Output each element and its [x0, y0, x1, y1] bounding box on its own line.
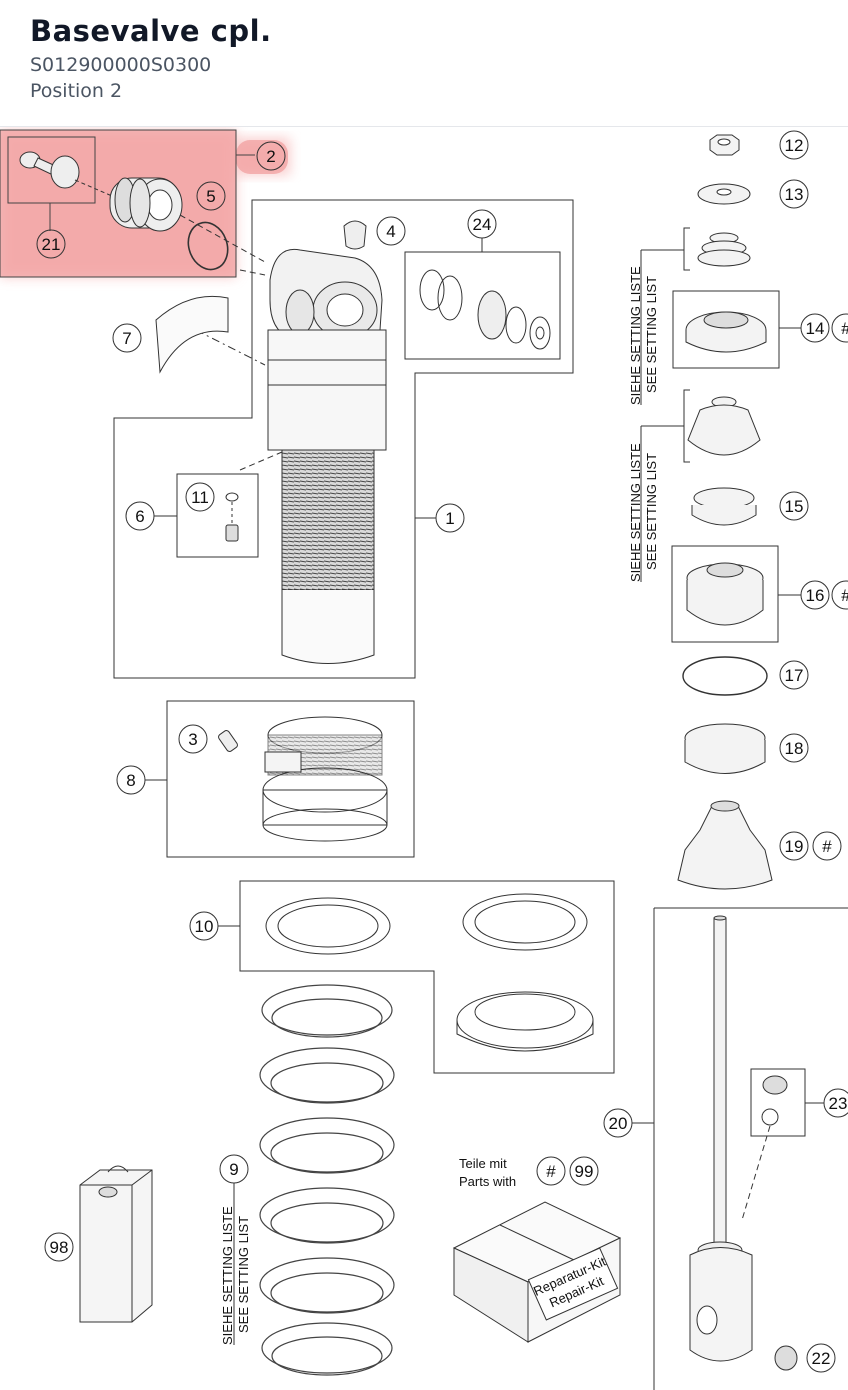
svg-text:12: 12: [785, 136, 804, 155]
svg-text:#: #: [822, 837, 832, 856]
svg-text:5: 5: [206, 187, 215, 206]
svg-text:SIEHE SETTING LISTE: SIEHE SETTING LISTE: [628, 266, 643, 405]
svg-text:14: 14: [806, 319, 825, 338]
callout-8[interactable]: 8: [116, 765, 146, 795]
svg-text:19: 19: [785, 837, 804, 856]
svg-text:18: 18: [785, 739, 804, 758]
svg-text:6: 6: [135, 507, 144, 526]
basevalve-drawing: [19, 151, 266, 263]
header: Basevalve cpl. S012900000S0300 Position …: [0, 0, 848, 127]
callout-4[interactable]: 4: [376, 216, 406, 246]
svg-text:4: 4: [386, 222, 395, 241]
callout-19[interactable]: 19: [779, 831, 809, 861]
svg-text:SIEHE SETTING LISTE: SIEHE SETTING LISTE: [220, 1206, 235, 1345]
callout-hash-19[interactable]: #: [812, 831, 842, 861]
spring-seat-group: [218, 880, 615, 1074]
o-ring-5: [187, 221, 229, 271]
page-title: Basevalve cpl.: [30, 14, 272, 48]
svg-text:#: #: [841, 319, 848, 338]
callout-3[interactable]: 3: [178, 724, 208, 754]
svg-text:9: 9: [229, 1160, 238, 1179]
setting-list-label-1: SIEHE SETTING LISTE SEE SETTING LIST: [628, 266, 659, 405]
highlight-basevalve-group[interactable]: [0, 129, 290, 278]
callout-13[interactable]: 13: [779, 179, 809, 209]
callout-14[interactable]: 14: [800, 313, 830, 343]
parts-with-de: Teile mit: [459, 1156, 507, 1171]
oil-can-drawing: [79, 1165, 153, 1323]
callout-99[interactable]: 99: [569, 1156, 599, 1186]
shock-body-group: [113, 199, 574, 679]
svg-text:17: 17: [785, 666, 804, 685]
callout-22[interactable]: 22: [806, 1343, 836, 1373]
repair-kit-drawing: Reparatur-Kit Repair-Kit: [452, 1201, 622, 1343]
svg-text:SEE SETTING LIST: SEE SETTING LIST: [236, 1216, 251, 1333]
svg-text:15: 15: [785, 497, 804, 516]
damper-rod-group: [632, 907, 848, 1390]
callout-2[interactable]: 2: [256, 141, 286, 171]
callout-hash-16[interactable]: #: [831, 580, 848, 610]
svg-text:#: #: [841, 586, 848, 605]
svg-text:7: 7: [122, 329, 131, 348]
position-label: Position 2: [30, 80, 123, 102]
callout-10[interactable]: 10: [189, 911, 219, 941]
callout-23[interactable]: 23: [823, 1088, 848, 1118]
callout-16[interactable]: 16: [800, 580, 830, 610]
callout-18[interactable]: 18: [779, 733, 809, 763]
callout-21[interactable]: 21: [36, 229, 66, 259]
callout-hash-14[interactable]: #: [831, 313, 848, 343]
svg-text:3: 3: [188, 730, 197, 749]
callout-6[interactable]: 6: [125, 501, 155, 531]
svg-text:#: #: [546, 1162, 556, 1181]
svg-text:20: 20: [609, 1114, 628, 1133]
exploded-parts-diagram: 2 5 21 4 24 7 11 6 1 3 8 10 9 98 # 99 12…: [0, 129, 848, 1390]
svg-text:22: 22: [812, 1349, 831, 1368]
callout-5[interactable]: 5: [196, 181, 226, 211]
svg-text:SIEHE SETTING LISTE: SIEHE SETTING LISTE: [628, 443, 643, 582]
callout-7[interactable]: 7: [112, 323, 142, 353]
svg-text:SEE SETTING LIST: SEE SETTING LIST: [644, 453, 659, 570]
callout-17[interactable]: 17: [779, 660, 809, 690]
callout-1[interactable]: 1: [435, 503, 465, 533]
svg-text:2: 2: [266, 147, 275, 166]
svg-text:8: 8: [126, 771, 135, 790]
callout-11[interactable]: 11: [185, 482, 215, 512]
svg-text:21: 21: [42, 235, 61, 254]
svg-text:10: 10: [195, 917, 214, 936]
preload-adjuster-group: [145, 700, 415, 858]
part-number: S012900000S0300: [30, 54, 212, 76]
callout-hash-kit[interactable]: #: [536, 1156, 566, 1186]
callout-24[interactable]: 24: [467, 209, 497, 239]
svg-text:11: 11: [191, 488, 209, 507]
callout-12[interactable]: 12: [779, 130, 809, 160]
svg-text:98: 98: [50, 1238, 69, 1257]
setting-list-label-2: SIEHE SETTING LISTE SEE SETTING LIST: [628, 443, 659, 582]
svg-text:23: 23: [829, 1094, 848, 1113]
piston-stack-drawing: [668, 134, 801, 890]
callout-15[interactable]: 15: [779, 491, 809, 521]
setting-list-label-3: SIEHE SETTING LISTE SEE SETTING LIST: [220, 1190, 251, 1345]
svg-text:SEE SETTING LIST: SEE SETTING LIST: [644, 276, 659, 393]
svg-text:24: 24: [473, 215, 492, 234]
svg-text:16: 16: [806, 586, 825, 605]
callout-98[interactable]: 98: [44, 1232, 74, 1262]
svg-text:1: 1: [445, 509, 454, 528]
callout-20[interactable]: 20: [603, 1108, 633, 1138]
parts-with-en: Parts with: [459, 1174, 516, 1189]
callout-9[interactable]: 9: [219, 1154, 249, 1184]
svg-text:99: 99: [575, 1162, 594, 1181]
svg-text:13: 13: [785, 185, 804, 204]
spring-drawing: [233, 984, 395, 1376]
